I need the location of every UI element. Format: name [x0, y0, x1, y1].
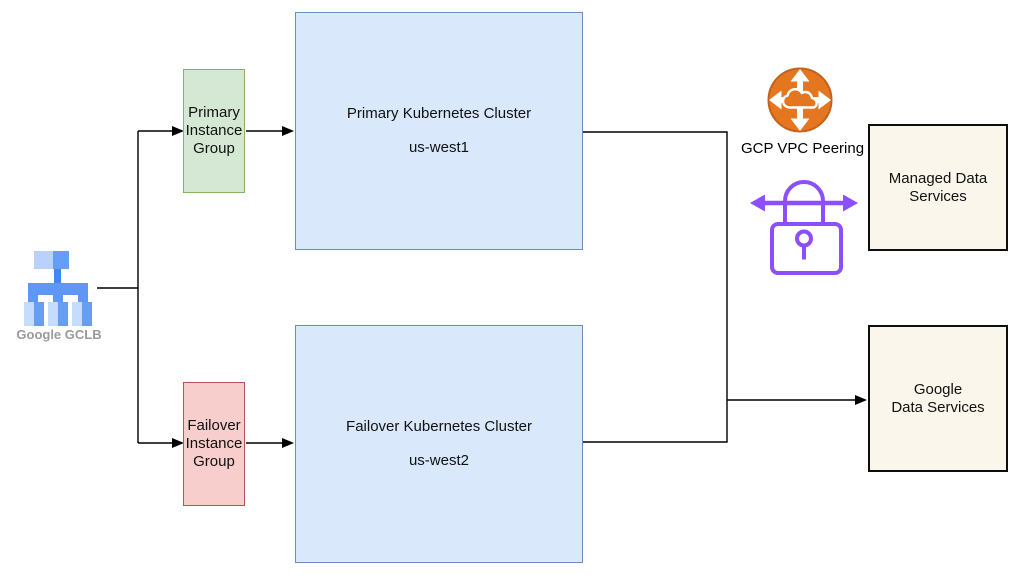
google-data-services-label: Google Data Services — [891, 380, 985, 416]
load-balancer-icon — [24, 251, 92, 326]
primary-cluster-region: us-west1 — [408, 139, 469, 156]
failover-instance-group-node: Failover Instance Group — [183, 382, 245, 506]
primary-cluster-title: Primary Kubernetes Cluster — [346, 105, 532, 123]
primary-cluster-node: Primary Kubernetes Cluster us-west1 — [295, 12, 583, 250]
failover-instance-group-label: Failover Instance Group — [185, 417, 243, 470]
lock-with-arrows-icon — [750, 180, 858, 275]
failover-cluster-node: Failover Kubernetes Cluster us-west2 — [295, 325, 583, 563]
failover-cluster-region: us-west2 — [408, 452, 469, 469]
failover-cluster-title: Failover Kubernetes Cluster — [346, 418, 532, 436]
managed-data-services-node: Managed Data Services — [868, 124, 1008, 251]
vpc-peering-icon — [767, 67, 833, 133]
gclb-label: Google GCLB — [16, 327, 102, 342]
vpc-peering-label: GCP VPC Peering — [740, 140, 865, 157]
primary-instance-group-node: Primary Instance Group — [183, 69, 245, 193]
edge-clusters-to-right-junction — [583, 131, 728, 443]
managed-data-services-label: Managed Data Services — [888, 169, 988, 205]
primary-instance-group-label: Primary Instance Group — [185, 104, 243, 157]
google-data-services-node: Google Data Services — [868, 325, 1008, 472]
